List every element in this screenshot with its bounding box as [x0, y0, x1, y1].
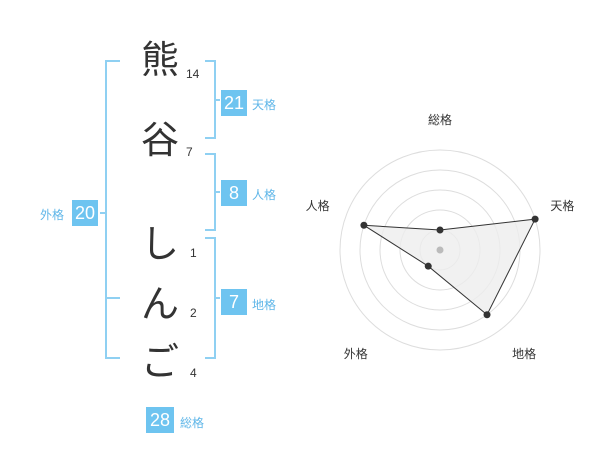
radar-axis-label-1: 総格	[428, 112, 452, 127]
gaikaku-value: 20	[72, 200, 98, 226]
radar-point-4	[424, 262, 432, 270]
radar-point-5	[360, 221, 368, 229]
radar-point-1	[436, 226, 444, 234]
name-char-3: し	[140, 222, 179, 266]
name-char-1: 熊	[140, 38, 179, 82]
jinkaku-value: 8	[221, 180, 247, 206]
name-char-2: 谷	[140, 118, 179, 162]
stroke-count-5: 4	[190, 366, 197, 380]
gaikaku-label: 外格	[40, 208, 65, 222]
tenkaku-value: 21	[221, 90, 247, 116]
tenkaku-label: 天格	[252, 98, 277, 112]
soukaku-value: 28	[146, 407, 174, 433]
soukaku-label: 総格	[180, 416, 205, 430]
radar-point-2	[531, 215, 539, 223]
stroke-count-3: 1	[190, 246, 197, 260]
radar-center	[436, 246, 444, 254]
stroke-count-1: 14	[186, 67, 200, 81]
radar-axis-label-2: 天格	[550, 198, 574, 213]
stroke-count-4: 2	[190, 306, 197, 320]
jinkaku-label: 人格	[252, 188, 277, 202]
stroke-count-2: 7	[186, 145, 193, 159]
radar-axis-label-4: 外格	[344, 346, 368, 361]
radar-axis-label-5: 人格	[306, 198, 330, 213]
chikaku-value: 7	[221, 289, 247, 315]
radar-ring	[339, 149, 541, 351]
radar-polygon	[363, 218, 536, 316]
radar-axis-label-3: 地格	[512, 346, 536, 361]
gaikaku-outer-bracket	[105, 60, 120, 359]
chikaku-label: 地格	[252, 298, 277, 312]
name-char-4: ん	[140, 282, 179, 326]
radar-point-3	[483, 311, 491, 319]
name-char-5: ご	[140, 340, 179, 384]
